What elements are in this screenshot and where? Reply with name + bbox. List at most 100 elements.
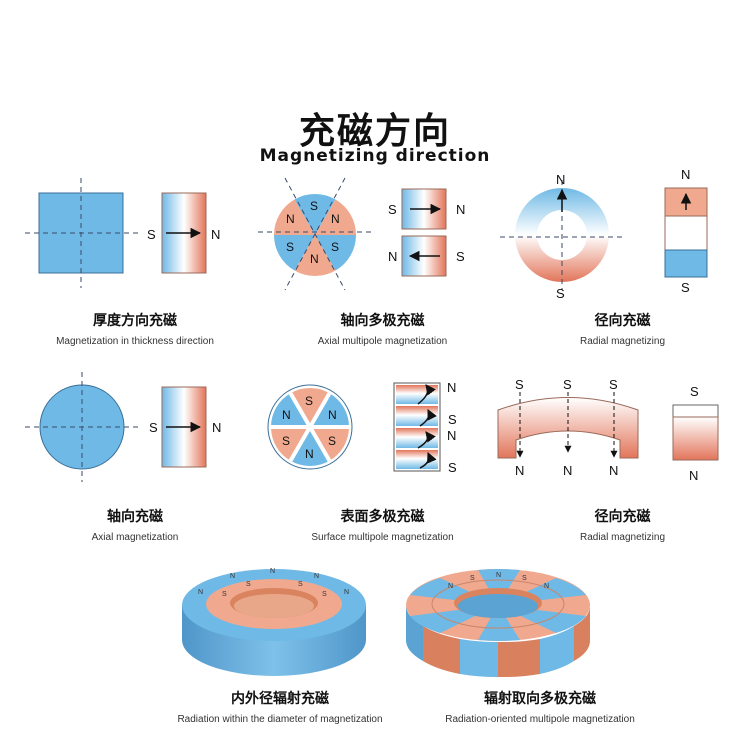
sector-s	[290, 387, 330, 427]
ring-hole	[234, 594, 314, 618]
ring-label-n: N	[544, 583, 549, 590]
sector-label-s: S	[328, 434, 336, 448]
axis-line	[284, 177, 346, 291]
caption-en: Radiation within the diameter of magneti…	[177, 714, 383, 725]
pole-label-n: N	[689, 468, 698, 483]
sector-label-n: N	[282, 408, 291, 422]
diagram-axial-magnetization: S N	[25, 372, 221, 482]
sector-s	[271, 427, 310, 461]
blue-band	[664, 249, 708, 278]
pole-label-n: N	[609, 463, 618, 478]
sector-s	[294, 235, 336, 276]
white-band	[664, 215, 708, 251]
sector-n	[271, 393, 310, 427]
pole-label-s: S	[681, 280, 690, 295]
caption-radiation-multipole: 辐射取向多极充磁 Radiation-oriented multipole ma…	[415, 688, 665, 725]
side-segment-salmon	[423, 626, 460, 674]
caption-axial: 轴向充磁 Axial magnetization	[20, 506, 250, 543]
pole-label-s: S	[556, 286, 565, 301]
pole-label-n: N	[556, 172, 565, 187]
sector-disc	[274, 194, 356, 276]
diagram-axial-multipole: N S N S N S S N N S	[258, 177, 465, 291]
caption-en: Radiation-oriented multipole magnetizati…	[445, 714, 635, 725]
caption-cn: 轴向多极充磁	[340, 313, 425, 329]
ring-label-n: N	[344, 589, 349, 596]
pole-label-s: S	[448, 460, 457, 475]
ring-label-n: N	[496, 572, 501, 579]
ring-label-s: S	[298, 581, 303, 588]
sector-label-n: N	[305, 447, 314, 461]
ring-pole-labels: S S S S N N N N N	[198, 568, 349, 598]
ring-label-n: N	[198, 589, 203, 596]
caption-radial-2: 径向充磁 Radial magnetizing	[510, 506, 735, 543]
side-segment-blue	[540, 626, 574, 674]
pole-label-s: S	[448, 412, 457, 427]
pole-label-s: S	[388, 202, 397, 217]
ring-label-n: N	[230, 573, 235, 580]
pole-label-s: S	[147, 227, 156, 242]
diagram-radiation-ring: S S S S N N N N N	[182, 568, 366, 676]
stacked-block-3	[396, 428, 438, 448]
sector-n	[274, 235, 315, 271]
ring-label-s: S	[322, 591, 327, 598]
caption-radiation-diameter: 内外径辐射充磁 Radiation within the diameter of…	[150, 688, 410, 725]
pole-label-n: N	[681, 167, 690, 182]
ring-hole	[458, 594, 538, 618]
caption-cn: 内外径辐射充磁	[231, 691, 329, 707]
pole-label-n: N	[211, 227, 220, 242]
sector-s	[315, 199, 356, 235]
ring-label-s: S	[222, 591, 227, 598]
pole-label-s: S	[456, 249, 465, 264]
diagram-thickness-magnetization: S N	[25, 178, 220, 288]
page-title: 充磁方向	[298, 111, 451, 152]
gradient-block	[672, 416, 719, 461]
pole-label-s: S	[690, 384, 699, 399]
side-segment-blue	[405, 605, 423, 661]
caption-en: Surface multipole magnetization	[311, 532, 454, 543]
diagram-surface-multipole: N S N S N S N S N S	[267, 380, 457, 475]
ring-label-s: S	[246, 581, 251, 588]
pole-label-s: S	[515, 377, 524, 392]
stacked-block-4	[396, 450, 438, 469]
ring-label-n: N	[314, 573, 319, 580]
top-white-band	[672, 404, 719, 418]
sector-label-s: S	[286, 240, 294, 254]
pole-label-n: N	[447, 428, 456, 443]
caption-en: Radial magnetizing	[579, 532, 666, 543]
caption-axial-multipole: 轴向多极充磁 Axial multipole magnetization	[270, 310, 495, 347]
sector-label-n: N	[310, 252, 319, 266]
stacked-block-2	[396, 406, 438, 426]
caption-cn: 径向充磁	[594, 509, 651, 525]
sector-label-s: S	[305, 394, 313, 408]
stacked-block-1	[396, 385, 438, 404]
sector-label-s: S	[282, 434, 290, 448]
caption-en: Radial magnetizing	[579, 336, 666, 347]
caption-cn: 径向充磁	[594, 313, 651, 329]
ring-label-n: N	[270, 568, 275, 575]
caption-radial-1: 径向充磁 Radial magnetizing	[510, 310, 735, 347]
page-subtitle: Magnetizing direction	[259, 146, 491, 166]
caption-cn: 表面多极充磁	[340, 509, 425, 525]
flux-curve-arrow	[417, 431, 436, 449]
ring-pole-labels: N S N S N	[448, 572, 549, 590]
sector-label-n: N	[328, 408, 337, 422]
top-segment-blue	[478, 569, 520, 605]
sector-label-n: N	[286, 212, 295, 226]
caption-en: Magnetization in thickness direction	[56, 336, 214, 347]
pole-label-s: S	[609, 377, 618, 392]
diagram-multipole-ring: N S N S N	[405, 569, 591, 678]
pole-label-n: N	[515, 463, 524, 478]
sector-divider	[288, 392, 332, 462]
sector-label-n: N	[331, 212, 340, 226]
side-segment-salmon	[574, 605, 591, 661]
sector-label-s: S	[310, 199, 318, 213]
flux-curve-arrow	[419, 409, 437, 427]
sector-s	[310, 427, 349, 461]
ring-label-s: S	[522, 575, 527, 582]
pole-label-n: N	[456, 202, 465, 217]
caption-thickness: 厚度方向充磁 Magnetization in thickness direct…	[20, 310, 250, 347]
caption-en: Axial multipole magnetization	[317, 336, 448, 347]
side-segment-blue	[460, 639, 498, 678]
ring-label-n: N	[448, 583, 453, 590]
